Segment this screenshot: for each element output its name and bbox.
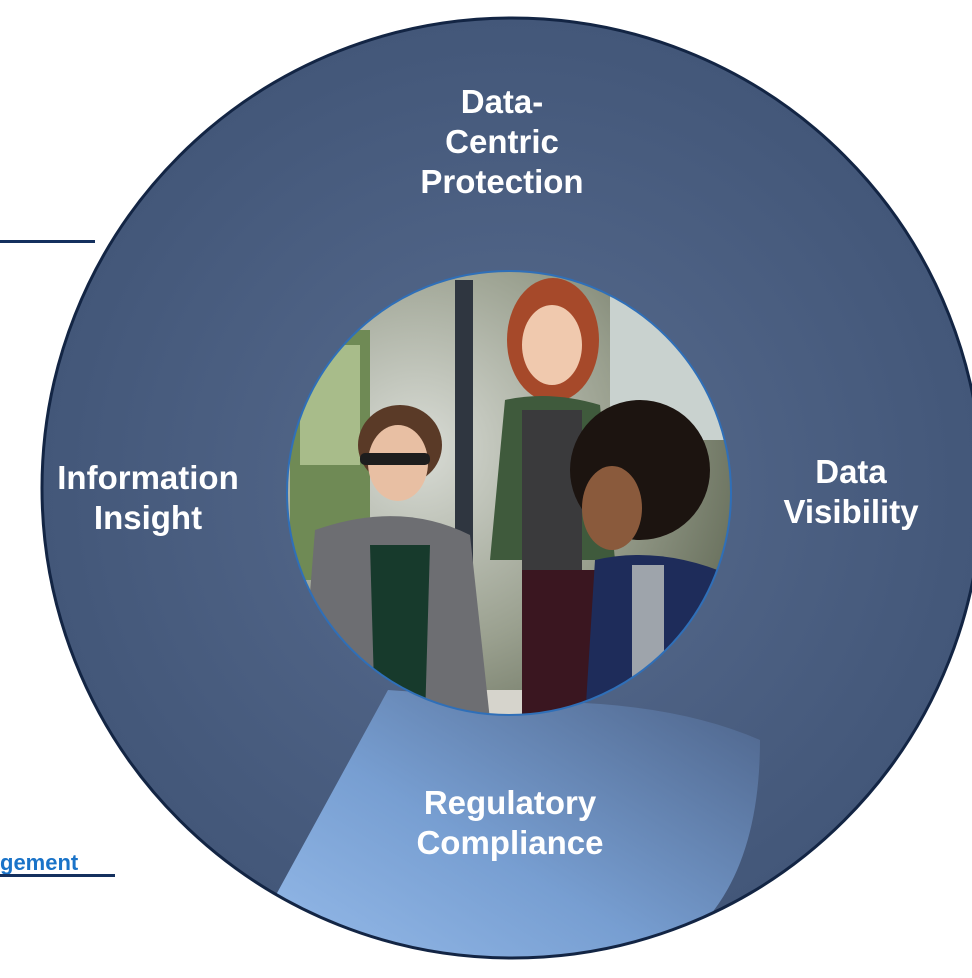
- segment-label-data-visibility: Data Visibility: [783, 453, 919, 530]
- ring-border: [40, 16, 972, 960]
- center-photo: [287, 271, 731, 715]
- side-heading: gement: [0, 850, 79, 875]
- photo-border: [286, 270, 732, 716]
- divider-line-bottom: [0, 874, 115, 877]
- segment-label-data-centric-protection: Data- Centric Protection: [420, 83, 584, 200]
- segment-label-regulatory-compliance: Regulatory Compliance: [416, 784, 604, 861]
- highlight-wedge: [265, 690, 760, 958]
- divider-line-top: [0, 240, 95, 243]
- segment-label-information-insight: Information Insight: [57, 459, 239, 536]
